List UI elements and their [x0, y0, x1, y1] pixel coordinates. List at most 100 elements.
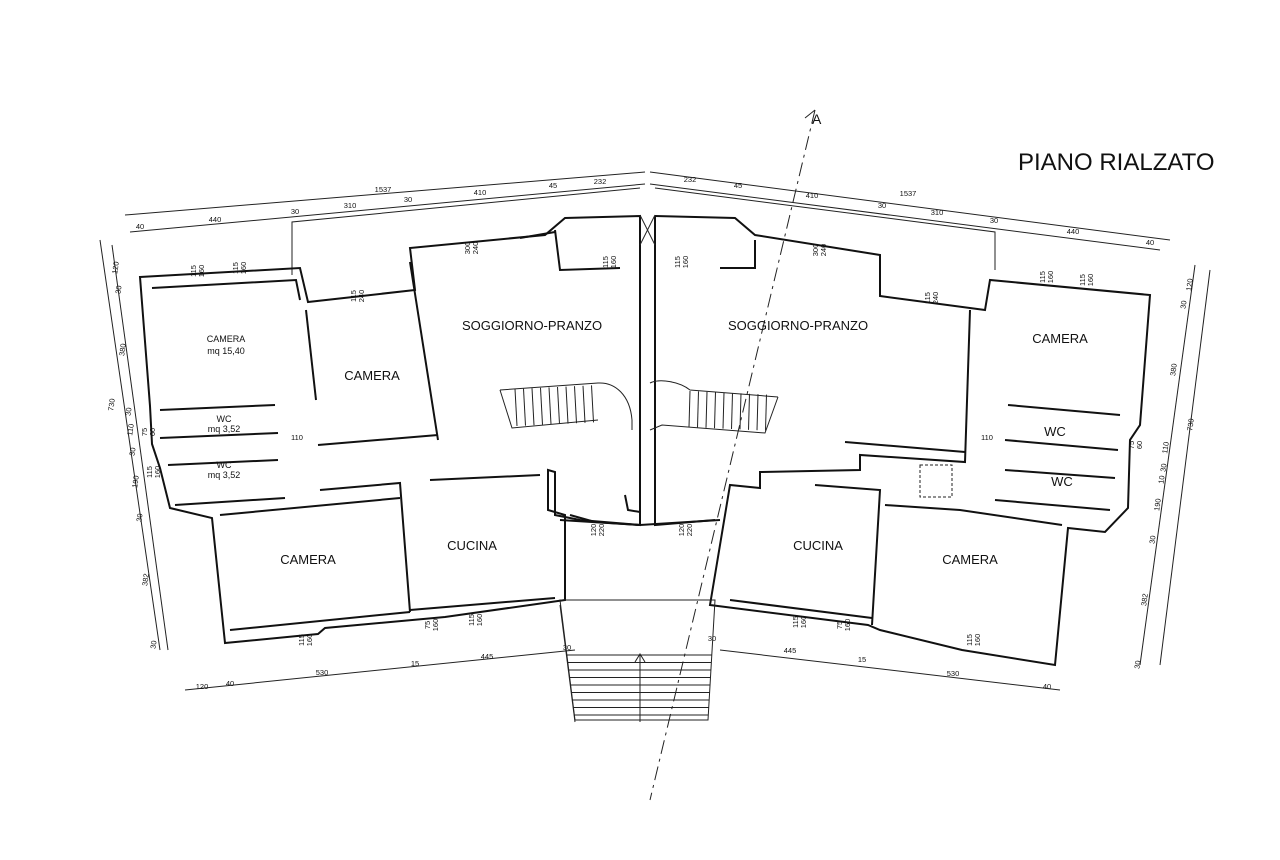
dim-label: 380 — [1168, 363, 1179, 377]
dim-label: 232 — [594, 177, 607, 186]
entrance-stairs — [559, 599, 716, 723]
room-label: CAMERA — [280, 552, 336, 567]
room-label: CUCINA — [447, 538, 497, 553]
dim-label: 15 — [411, 659, 419, 668]
dim-label: 30 — [404, 195, 412, 204]
dim-label: 45 — [734, 181, 742, 190]
stair-tread — [591, 385, 594, 423]
dim-label: 730 — [1185, 418, 1196, 432]
dim-label: 110 — [1160, 441, 1171, 454]
dim-label: 232 — [684, 175, 697, 184]
dim-label: 30 — [878, 201, 886, 210]
dim-label: 380 — [117, 343, 128, 357]
dim-label: 445 — [784, 646, 797, 655]
window-dim: 110 — [291, 433, 303, 442]
dim-label: 410 — [806, 191, 819, 200]
left-wing — [138, 214, 641, 645]
dim-label: 530 — [316, 668, 329, 677]
window-dim: 120220 — [677, 524, 694, 537]
window-dim: 75160 — [423, 619, 440, 632]
dim-label: 440 — [1067, 227, 1080, 236]
window-dim: 115160 — [965, 634, 982, 647]
room-label: WC — [217, 414, 232, 424]
window-dim: 115160 — [467, 614, 484, 627]
stair-tread — [697, 391, 699, 428]
dim-label: 30 — [123, 407, 133, 417]
stairs-right — [649, 380, 779, 434]
window-dim: 115240 — [923, 292, 940, 305]
window-dim: 110 — [981, 433, 993, 442]
dim-label: 30 — [1178, 300, 1188, 310]
room-label: WC — [217, 460, 232, 470]
dim-label: 530 — [947, 669, 960, 678]
stair-tread — [748, 393, 750, 430]
dim-label: 440 — [209, 215, 222, 224]
stair-tread — [557, 386, 560, 425]
stair-tread — [705, 391, 708, 428]
stair-tread — [582, 385, 586, 423]
window-dim: 115160 — [145, 466, 162, 479]
right-wing — [654, 215, 1152, 667]
window-dim: 115160 — [231, 262, 248, 275]
plan-title: PIANO RIALZATO — [1018, 149, 1215, 176]
dim-top-left-total: 1537 — [375, 185, 392, 194]
dim-label: 310 — [344, 201, 357, 210]
dim-label: 30 — [990, 216, 998, 225]
central-entrance — [559, 214, 721, 527]
room-label: CAMERA — [344, 368, 400, 383]
room-area: mq 15,40 — [207, 346, 245, 356]
dim-label: 120 — [1184, 278, 1195, 292]
dim-label: 120 — [196, 682, 209, 691]
stair-tread — [540, 387, 543, 425]
stair-tread — [523, 388, 526, 426]
dim-label: 30 — [127, 447, 137, 457]
window-dim: 115240 — [349, 290, 366, 303]
window-dim: 300240 — [463, 242, 480, 255]
window-dim: 115160 — [1038, 271, 1055, 284]
dim-label: 110 — [125, 423, 136, 436]
dim-label: 40 — [1146, 238, 1154, 247]
window-dim: 7560 — [1127, 441, 1144, 449]
room-label: CUCINA — [793, 538, 843, 553]
dim-label: 40 — [226, 679, 234, 688]
window-markers: 115160 115160 115240 300240 115160 11516… — [140, 242, 1144, 647]
stair-tread — [714, 392, 716, 429]
section-line-a: A — [649, 109, 822, 801]
dim-label: 45 — [549, 181, 557, 190]
dimension-lines-right: 120 30 380 730 110 30 10 190 30 382 30 — [1132, 264, 1211, 670]
stair-tread — [531, 388, 535, 426]
window-dim: 300240 — [811, 244, 828, 257]
dimension-lines-left: 120 30 380 730 30 110 30 190 30 382 30 — [99, 239, 169, 651]
dim-label: 30 — [113, 285, 123, 295]
dim-label: 30 — [563, 643, 571, 652]
dim-label: 30 — [148, 640, 158, 650]
dim-label: 382 — [1139, 593, 1150, 607]
dim-label: 310 — [931, 208, 944, 217]
window-dim: 75160 — [835, 619, 852, 632]
dim-label: 382 — [140, 573, 151, 587]
stair-tread — [514, 388, 518, 427]
dim-label: 10 — [1156, 475, 1166, 485]
dim-label: 30 — [134, 513, 144, 523]
dim-label: 445 — [481, 652, 494, 661]
dim-label: 410 — [474, 188, 487, 197]
terrace-outline — [291, 187, 996, 275]
dim-label: 15 — [858, 655, 866, 664]
dim-label: 30 — [1132, 660, 1142, 670]
window-dim: 115160 — [1078, 274, 1095, 287]
room-area: mq 3,52 — [208, 470, 241, 480]
stair-tread — [756, 394, 759, 431]
stair-tread — [565, 386, 569, 424]
dim-label: 30 — [291, 207, 299, 216]
dimension-lines-top-right: 1537 232 45 410 30 310 30 440 40 — [649, 171, 1171, 251]
room-label: WC — [1044, 424, 1066, 439]
dim-label: 30 — [708, 634, 716, 643]
room-labels: CAMERA mq 15,40 CAMERA WC mq 3,52 WC mq … — [207, 318, 1088, 567]
dim-label: 120 — [110, 261, 121, 275]
window-dim: 115160 — [673, 256, 690, 269]
room-label: SOGGIORNO-PRANZO — [462, 318, 602, 333]
dim-label: 190 — [130, 475, 141, 489]
stair-tread — [731, 392, 733, 430]
window-dim: 120220 — [589, 524, 606, 537]
dim-top-right-total: 1537 — [900, 189, 917, 198]
